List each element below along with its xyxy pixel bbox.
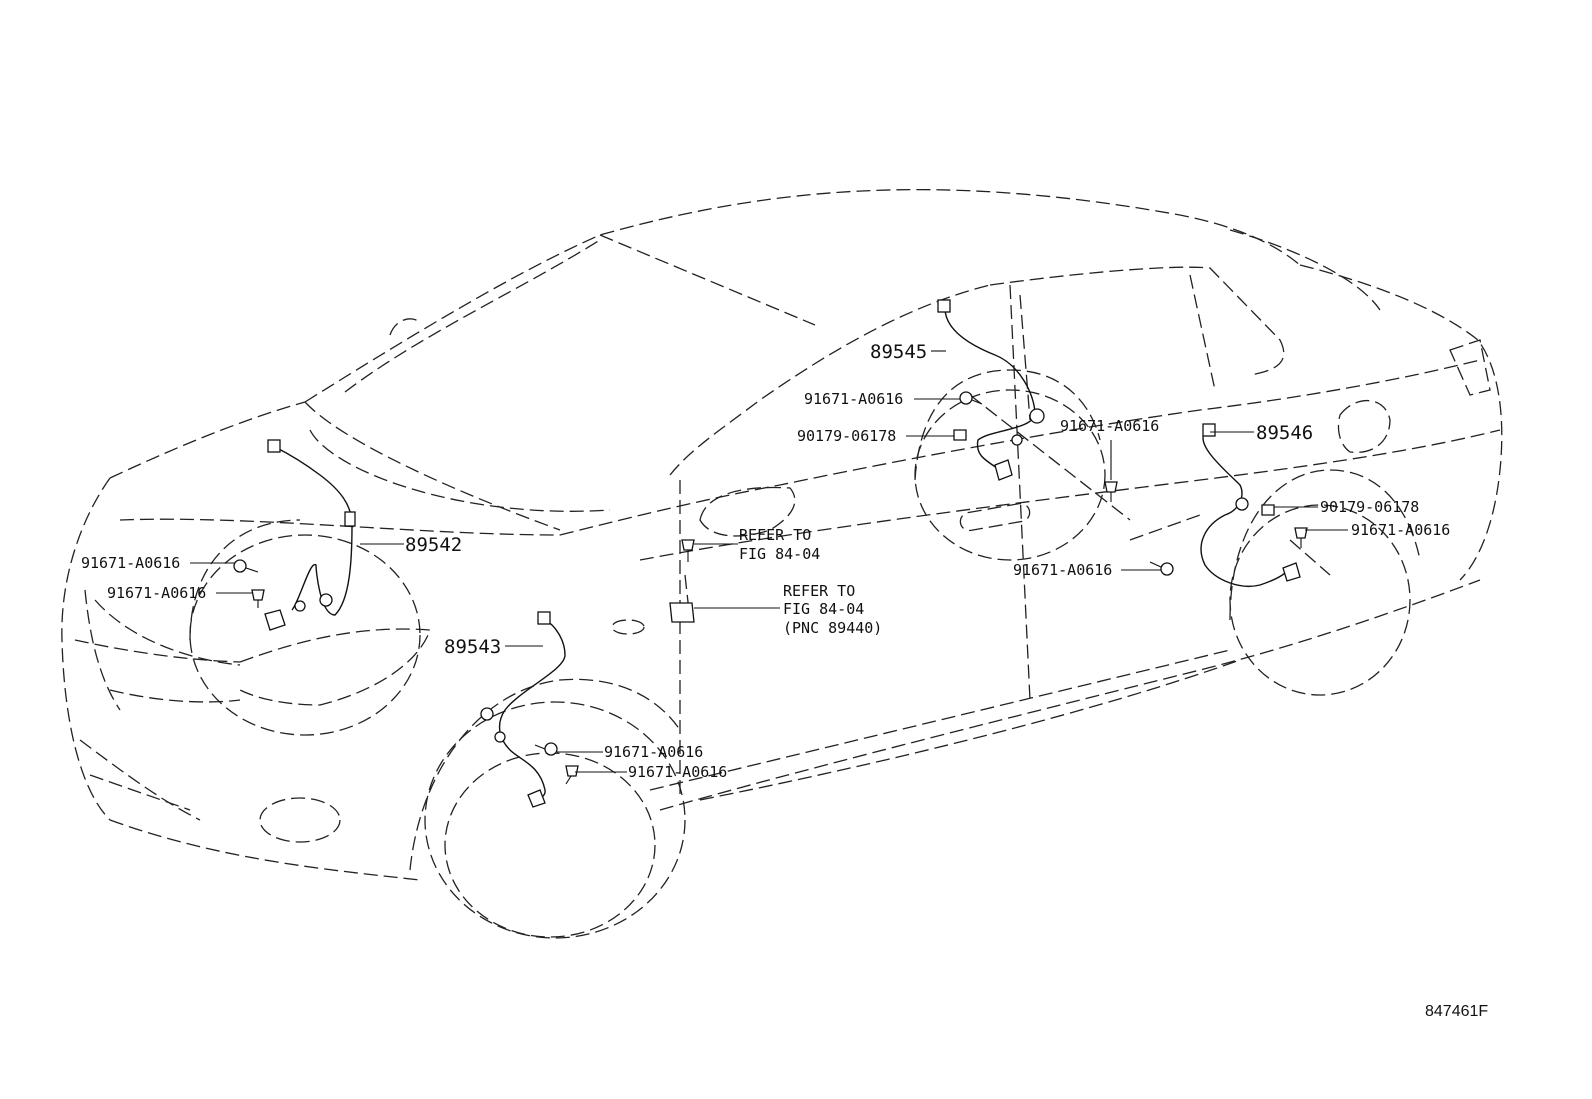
bolt-icon [233,559,247,573]
front-left-speed-sensor [264,439,356,631]
callout-89542: 89542 [405,534,462,556]
rear-right-speed-sensor [1200,423,1301,587]
refer-lower-line3: (PNC 89440) [783,619,882,637]
bolt-icon [251,589,265,601]
bolt-icon [959,391,973,405]
rear-left-speed-sensor [937,299,1045,481]
clip-icon [953,429,967,441]
figure-code: 847461F [1425,1003,1488,1020]
refer-upper-line1: REFER TO [739,526,811,544]
refer-upper-line2: FIG 84-04 [739,545,820,563]
bolt-icon [1104,481,1118,493]
bolt-icon [544,742,558,756]
callout-89545: 89545 [870,341,927,363]
callout-rear-right-clip: 90179-06178 [1320,498,1419,516]
bolt-icon [681,539,695,551]
bolt-icon [1160,562,1174,576]
refer-lower-line1: REFER TO [783,582,855,600]
callout-rear-right-bolt: 91671-A0616 [1351,521,1450,539]
callout-89543: 89543 [444,636,501,658]
callout-front-right-bolt-a: 91671-A0616 [604,743,703,761]
callout-rear-left-bolt-b: 91671-A0616 [1060,417,1159,435]
callout-front-left-bolt-a: 91671-A0616 [81,554,180,572]
fasteners [233,391,1308,785]
callout-rear-left-clip: 90179-06178 [797,427,896,445]
bolt-icon [1294,527,1308,539]
leader-lines [190,350,1348,773]
front-right-speed-sensor [480,611,566,808]
refer-lower-line2: FIG 84-04 [783,600,864,618]
callout-front-right-bolt-b: 91671-A0616 [628,763,727,781]
callout-labels: 89542 89543 89545 89546 91671-A0616 9167… [81,341,1488,1020]
callout-front-left-bolt-b: 91671-A0616 [107,584,206,602]
callout-89546: 89546 [1256,422,1313,444]
callout-rear-center-bolt: 91671-A0616 [1013,561,1112,579]
clip-icon [1261,504,1275,516]
bolt-icon [565,765,579,777]
car-body-outline [61,188,1503,939]
callout-rear-left-bolt-a: 91671-A0616 [804,390,903,408]
bracket-icon [669,602,695,623]
